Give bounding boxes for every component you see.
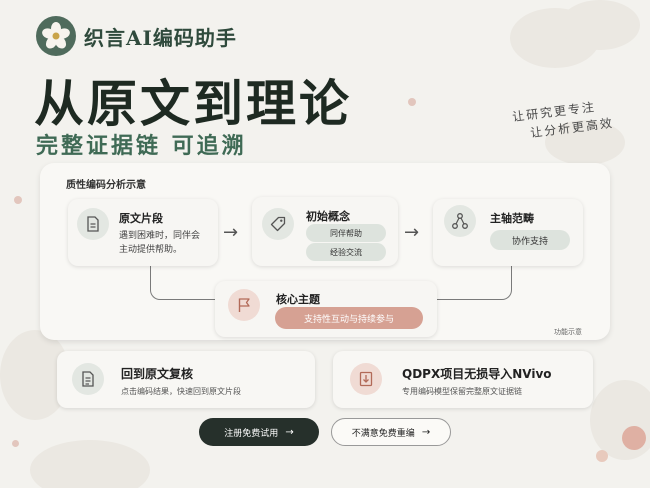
hierarchy-icon — [452, 213, 468, 229]
brand-name: 织言AI编码助手 — [84, 26, 237, 50]
flow-arrow-1: → — [223, 222, 239, 243]
brand-logo — [36, 16, 76, 56]
background-cloud — [545, 120, 625, 165]
review-icon-circle — [72, 363, 104, 395]
review-title: 回到原文复核 — [121, 367, 194, 381]
core-tag: 支持性互动与持续参与 — [275, 307, 423, 329]
decorative-dot — [622, 426, 646, 450]
review-text: 点击编码结果，快速回到原文片段 — [121, 387, 241, 396]
initial-tag-2: 经验交流 — [306, 243, 386, 261]
flow-arrow-2: → — [404, 222, 420, 243]
tag-icon — [270, 216, 286, 232]
page-subheadline: 完整证据链 可追溯 — [36, 134, 247, 159]
source-icon-circle — [77, 208, 109, 240]
axial-icon-circle — [444, 205, 476, 237]
nvivo-text: 专用编码模型保留完整原文证据链 — [402, 387, 522, 396]
background-cloud — [30, 440, 150, 488]
decorative-dot — [14, 196, 22, 204]
diagram-title: 质性编码分析示意 — [66, 180, 146, 191]
background-cloud — [560, 0, 640, 50]
background-cloud — [590, 380, 650, 460]
decorative-dot — [596, 450, 608, 462]
axial-tag-1: 协作支持 — [490, 230, 570, 250]
initial-title: 初始概念 — [306, 210, 350, 223]
arrow-right-icon: → — [285, 426, 294, 438]
core-icon-circle — [228, 289, 260, 321]
flower-logo-icon — [42, 22, 70, 49]
initial-icon-circle — [262, 208, 294, 240]
nvivo-title: QDPX项目无损导入NVivo — [402, 367, 552, 381]
connector-left — [150, 266, 217, 300]
axial-title: 主轴范畴 — [490, 212, 534, 225]
free-recode-button[interactable]: 不满意免费重编 → — [331, 418, 451, 446]
source-text-line-2: 主动提供帮助。 — [119, 245, 183, 255]
source-title: 原文片段 — [119, 212, 163, 225]
register-button-label: 注册免费试用 — [224, 428, 279, 439]
decorative-dot — [12, 440, 19, 447]
flag-icon — [238, 298, 250, 312]
import-icon — [359, 371, 373, 387]
register-free-trial-button[interactable]: 注册免费试用 → — [199, 418, 319, 446]
decorative-dot — [408, 98, 416, 106]
diagram-note: 功能示意 — [554, 328, 582, 336]
connector-right — [437, 266, 512, 300]
file-text-icon — [82, 371, 94, 387]
core-title: 核心主题 — [276, 293, 320, 306]
document-icon — [87, 216, 99, 232]
nvivo-icon-circle — [350, 363, 382, 395]
source-text-line-1: 遇到困难时，同伴会 — [119, 231, 201, 241]
initial-tag-1: 同伴帮助 — [306, 224, 386, 242]
page-headline: 从原文到理论 — [34, 74, 352, 133]
recode-button-label: 不满意免费重编 — [351, 428, 415, 439]
arrow-right-icon: → — [421, 426, 431, 438]
